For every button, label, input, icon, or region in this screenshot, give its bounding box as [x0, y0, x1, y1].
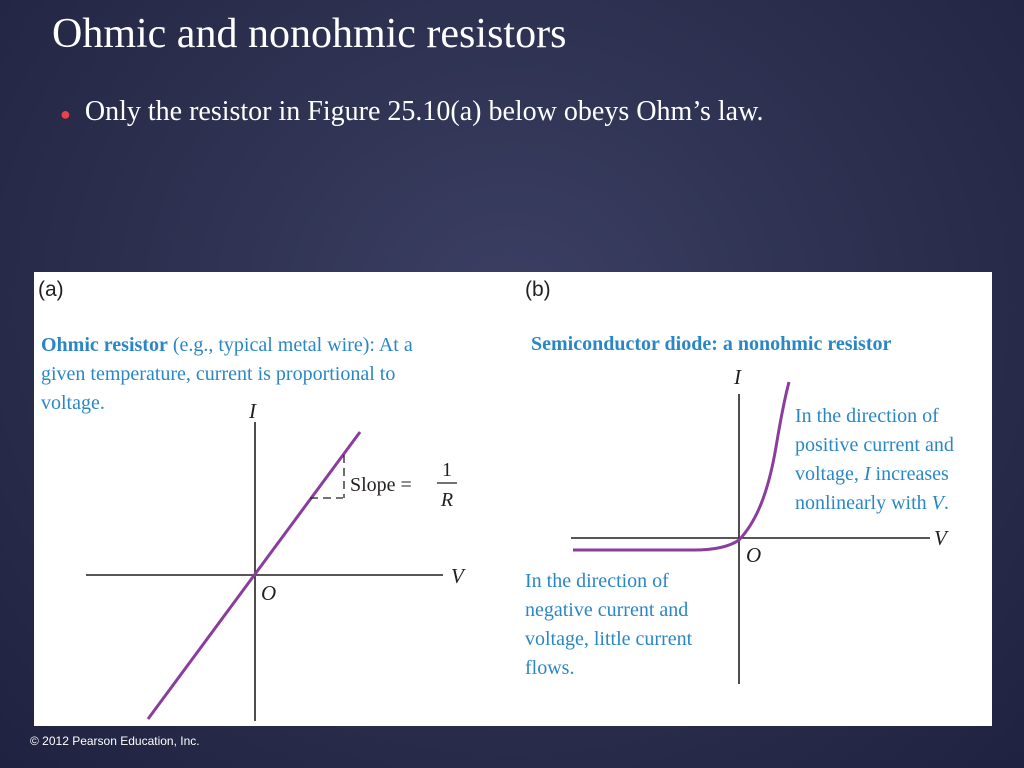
panel-b-note-negative-line-4: flows. [525, 657, 574, 679]
panel-b-note-positive-line-3: voltage, I increases [795, 463, 949, 485]
slide-title: Ohmic and nonohmic resistors [52, 11, 567, 57]
figure-25-10: (a) Ohmic resistor (e.g., typical metal … [34, 272, 992, 726]
panel-a-caption-line-3: voltage. [41, 392, 105, 414]
panel-b-note-negative-line-2: negative current and [525, 599, 688, 621]
panel-a-origin-label: O [261, 581, 276, 605]
panel-b: (b) Semiconductor diode: a nonohmic resi… [525, 278, 954, 684]
panel-a-letter: (a) [38, 278, 64, 301]
panel-a-caption-line-1: Ohmic resistor (e.g., typical metal wire… [41, 334, 413, 356]
panel-b-note-negative-line-3: voltage, little current [525, 628, 693, 650]
panel-b-caption: Semiconductor diode: a nonohmic resistor [531, 333, 891, 355]
panel-a-ohmic-line [146, 431, 362, 720]
panel-b-note-positive-line-3-post: increases [871, 463, 950, 485]
bullet-text: Only the resistor in Figure 25.10(a) bel… [84, 96, 764, 127]
panel-a-x-axis-label: V [451, 564, 466, 588]
panel-b-note-positive-line-1: In the direction of [795, 405, 939, 427]
panel-b-x-axis-label: V [934, 526, 949, 550]
bullet-marker: ● [60, 103, 71, 124]
panel-b-note-positive-line-2: positive current and [795, 434, 954, 456]
panel-a: (a) Ohmic resistor (e.g., typical metal … [38, 278, 466, 721]
panel-a-caption-bold: Ohmic resistor [41, 334, 168, 356]
panel-b-y-axis-label: I [733, 365, 742, 389]
bullet-item: ● Only the resistor in Figure 25.10(a) be… [60, 94, 764, 132]
panel-b-note-positive-line-4: nonlinearly with V. [795, 492, 949, 514]
panel-a-slope-label: Slope = [350, 474, 412, 496]
figure-svg: (a) Ohmic resistor (e.g., typical metal … [38, 278, 954, 721]
panel-b-origin-label: O [746, 543, 761, 567]
panel-a-slope-denominator: R [440, 489, 453, 511]
panel-b-note-positive-current-symbol: I [863, 463, 872, 485]
panel-a-caption-line-2: given temperature, current is proportion… [41, 363, 395, 385]
copyright-notice: © 2012 Pearson Education, Inc. [30, 734, 200, 748]
panel-a-caption-rest: (e.g., typical metal wire): At a [168, 334, 413, 356]
panel-a-slope-numerator: 1 [442, 459, 452, 481]
panel-b-note-positive-line-4-pre: nonlinearly with [795, 492, 932, 514]
panel-b-note-positive-line-3-pre: voltage, [795, 463, 864, 485]
panel-b-letter: (b) [525, 278, 551, 301]
panel-b-note-negative-line-1: In the direction of [525, 570, 669, 592]
panel-b-note-positive-line-4-post: . [944, 492, 949, 514]
panel-b-diode-curve [573, 381, 791, 552]
panel-b-note-positive-voltage-symbol: V [932, 492, 947, 514]
panel-a-y-axis-label: I [248, 399, 257, 423]
